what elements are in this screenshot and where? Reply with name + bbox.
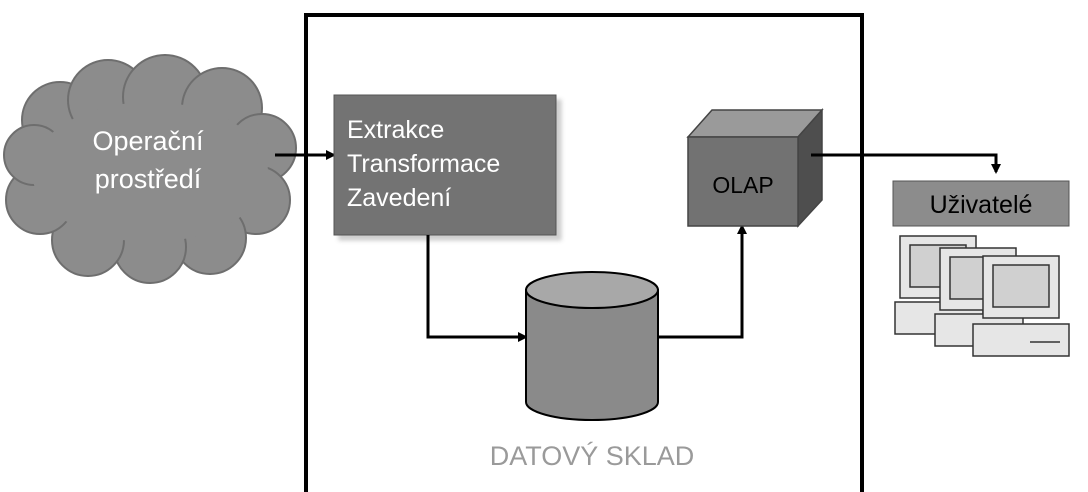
operational-environment-cloud: Operační prostředí xyxy=(3,54,297,284)
cloud-label-line1: Operační xyxy=(92,126,204,156)
arrow-olap-to-users xyxy=(811,153,1001,174)
cloud-label-line2: prostředí xyxy=(95,164,202,194)
warehouse-frame xyxy=(304,13,864,492)
users-box: Uživatelé xyxy=(892,180,1070,227)
etl-label-loading: Zavedení xyxy=(347,184,451,212)
users-label: Uživatelé xyxy=(930,191,1033,219)
etl-label-transformation: Transformace xyxy=(347,150,500,178)
data-store-cylinder xyxy=(525,271,659,421)
computer-icon-3 xyxy=(972,255,1070,357)
olap-label: OLAP xyxy=(712,172,773,198)
etl-box: Extrakce Transformace Zavedení xyxy=(333,94,557,236)
warehouse-label: DATOVÝ SKLAD xyxy=(490,441,695,471)
arrow-warehouse-to-olap xyxy=(658,224,747,339)
etl-label-extraction: Extrakce xyxy=(347,116,444,144)
olap-cube: OLAP xyxy=(686,108,824,228)
arrow-etl-to-warehouse xyxy=(426,235,528,342)
